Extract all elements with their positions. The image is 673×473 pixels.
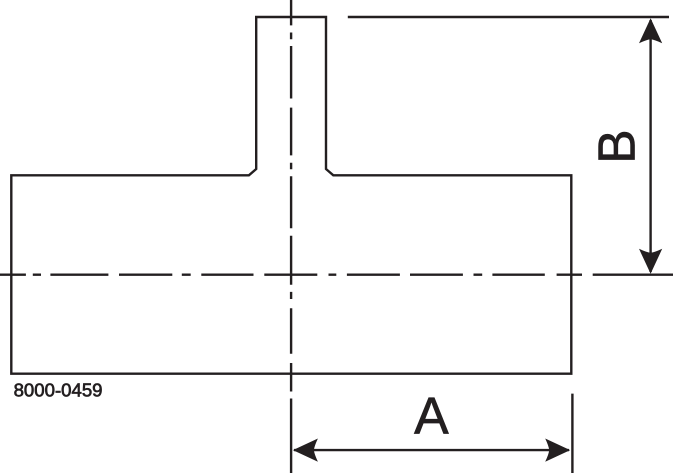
svg-text:A: A [414,386,449,444]
svg-text:8000-0459: 8000-0459 [14,380,103,401]
svg-text:B: B [587,129,645,163]
